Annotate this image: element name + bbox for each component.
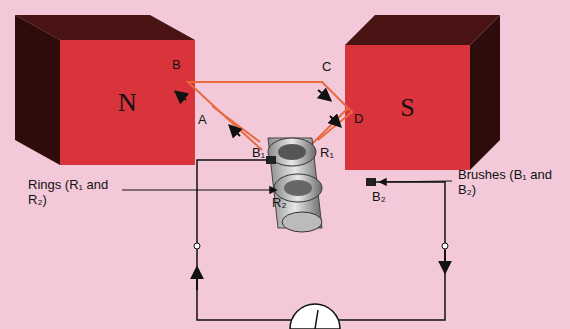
leader-arrow [122, 189, 276, 190]
galvanometer [290, 304, 340, 329]
pole-letter: N [118, 88, 137, 118]
coil-corner-label: A [198, 113, 207, 128]
coil-corner-label: B [172, 58, 181, 73]
terminal [194, 243, 200, 249]
magnet-pole: S [345, 45, 470, 170]
brush-label: B₁ [252, 146, 265, 161]
ring-label: R₂ [272, 196, 286, 211]
circuit-wire [338, 182, 445, 320]
south-magnet [345, 15, 500, 170]
terminal [442, 243, 448, 249]
leader-arrow [380, 181, 452, 182]
north-magnet [15, 15, 195, 165]
slip-rings [268, 138, 322, 232]
brush-label: B₂ [372, 190, 386, 205]
ring-label: R₁ [320, 146, 334, 161]
current-arrow [444, 250, 446, 272]
current-arrow [196, 268, 198, 290]
rings-callout: Rings (R₁ and R₂) [28, 178, 120, 208]
coil-corner-label: C [322, 60, 331, 75]
pole-letter: S [400, 93, 414, 123]
current-arrow [176, 90, 340, 136]
circuit-wire [197, 160, 292, 320]
coil-corner-label: D [354, 112, 363, 127]
brushes-callout: Brushes (B₁ and B₂) [458, 168, 566, 198]
